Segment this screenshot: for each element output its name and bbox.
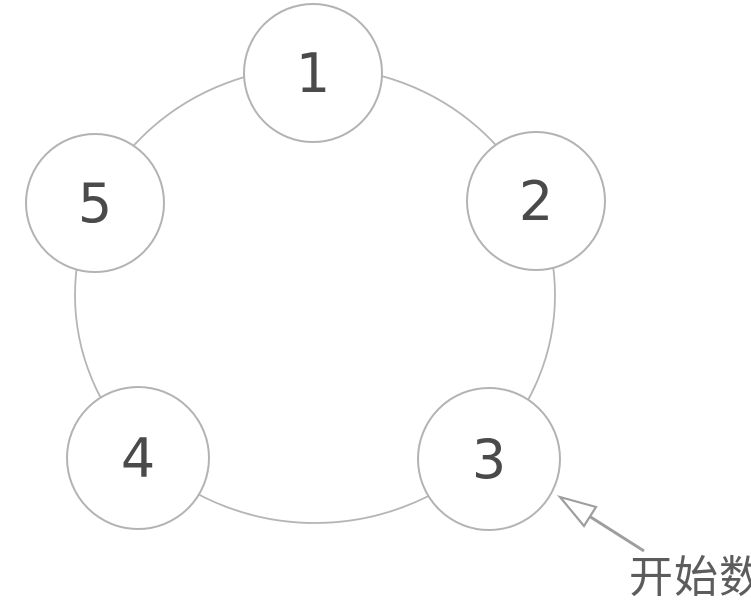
node-4: 4 xyxy=(66,386,210,530)
node-5-label: 5 xyxy=(78,172,112,235)
start-arrow xyxy=(556,495,645,553)
node-5-circle xyxy=(25,133,165,273)
node-2-circle xyxy=(466,131,606,271)
arrow-shaft xyxy=(588,514,645,553)
node-4-circle xyxy=(66,386,210,530)
node-3-label: 3 xyxy=(472,428,506,491)
node-1: 1 xyxy=(243,3,383,143)
node-4-label: 4 xyxy=(121,427,155,490)
node-1-circle xyxy=(243,3,383,143)
node-2: 2 xyxy=(466,131,606,271)
annotation-label: 开始数 xyxy=(629,553,751,602)
node-2-label: 2 xyxy=(519,170,553,233)
arrow-head-icon xyxy=(556,495,598,528)
node-3-circle xyxy=(417,387,561,531)
node-3: 3 xyxy=(417,387,561,531)
node-5: 5 xyxy=(25,133,165,273)
node-1-label: 1 xyxy=(296,42,330,105)
